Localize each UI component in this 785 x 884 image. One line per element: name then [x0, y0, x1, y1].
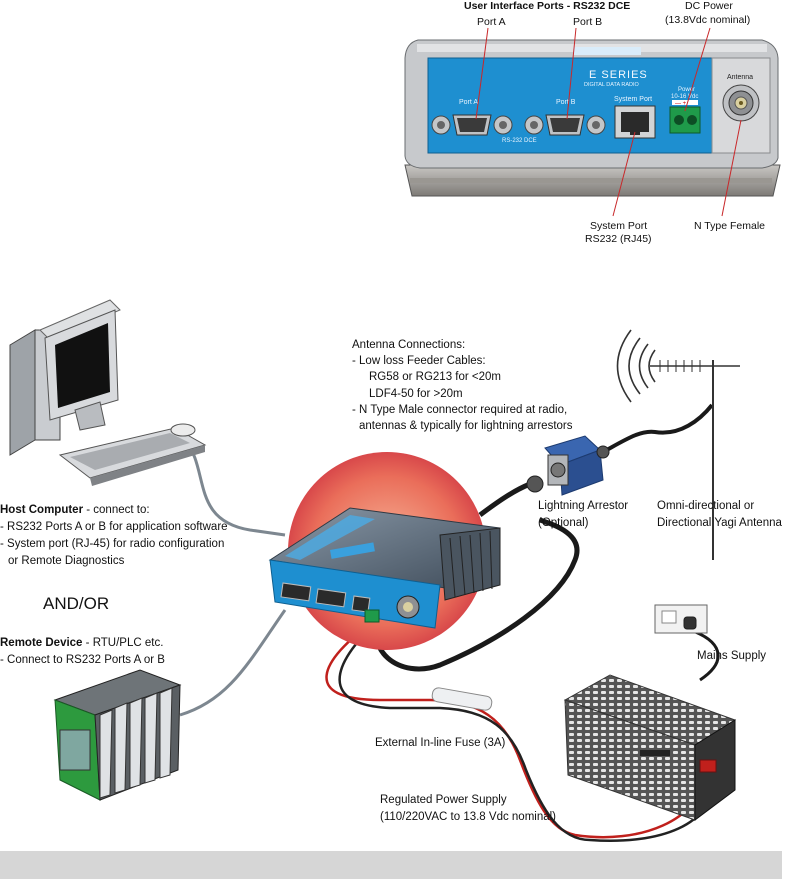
panel-power-range-label: 10-16 Vdc — [671, 94, 698, 100]
power-supply — [563, 674, 737, 821]
panel-port-a-label: Port A — [459, 99, 478, 106]
power-cable-black — [338, 621, 715, 842]
remote-plc-device — [53, 669, 182, 801]
psu-sub-label: (110/220VAC to 13.8 Vdc nominal) — [380, 811, 556, 823]
power-cable-red — [325, 620, 707, 839]
host-computer-notes: Host Computer - connect to: - RS232 Port… — [0, 504, 228, 567]
antenna-sub-label: Directional Yagi Antenna — [657, 517, 782, 529]
user-interface-ports-header: User Interface Ports - RS232 DCE — [464, 0, 630, 12]
dc-power-callout: DC Power — [685, 0, 733, 12]
panel-power-label: Power — [678, 87, 695, 93]
panel-rs232-label: RS-232 DCE — [502, 138, 537, 144]
lightning-arrestor-sub-label: (Optional) — [538, 517, 589, 529]
radio-front-panel: E SERIES DIGITAL DATA RADIO Port A Port … — [404, 0, 781, 245]
n-type-female-callout: N Type Female — [694, 220, 765, 232]
antenna-notes-title: Antenna Connections: — [352, 339, 465, 351]
antenna-connections-note: Antenna Connections: - Low loss Feeder C… — [352, 339, 573, 432]
system-port-sub-callout: RS232 (RJ45) — [585, 233, 652, 245]
host-computer — [9, 299, 207, 486]
lightning-arrestor-label: Lightning Arrestor — [538, 500, 628, 512]
panel-polarity-label: — + — [675, 101, 687, 107]
host-title: Host Computer — [0, 504, 84, 516]
radio-unit — [268, 452, 501, 650]
fuse-label: External In-line Fuse (3A) — [375, 737, 506, 749]
host-title-rest: - connect to: — [83, 504, 149, 516]
series-subtitle: DIGITAL DATA RADIO — [584, 82, 640, 88]
panel-port-b-label: Port B — [556, 99, 576, 106]
antenna-feeder-cable — [373, 517, 580, 672]
monitor-screen — [55, 323, 110, 408]
antenna-notes-line4: - N Type Male connector required at radi… — [352, 404, 567, 416]
remote-title-line: Remote Device - RTU/PLC etc. — [0, 637, 163, 649]
and-or-label: AND/OR — [43, 594, 109, 613]
panel-antenna-label: Antenna — [727, 74, 753, 81]
inline-fuse — [431, 687, 493, 711]
port-b-connector — [524, 114, 606, 136]
remote-title: Remote Device — [0, 637, 82, 649]
port-a-callout: Port A — [477, 16, 506, 28]
host-line3: or Remote Diagnostics — [8, 555, 125, 567]
power-connector — [669, 106, 701, 134]
radio-wave-arcs — [616, 329, 656, 403]
host-title-line: Host Computer - connect to: — [0, 504, 150, 516]
remote-title-rest: - RTU/PLC etc. — [82, 637, 163, 649]
yagi-antenna — [616, 329, 740, 560]
cables — [179, 403, 720, 842]
panel-system-port-label: System Port — [614, 96, 652, 103]
port-a-connector — [431, 114, 513, 136]
yagi-feeder-cable — [602, 403, 714, 454]
antenna-n-connector — [722, 84, 760, 122]
callout-lines — [475, 27, 742, 217]
remote-line1: - Connect to RS232 Ports A or B — [0, 654, 165, 666]
antenna-notes-line3: LDF4-50 for >20m — [369, 388, 463, 400]
psu-label: Regulated Power Supply — [380, 794, 507, 806]
host-line2: - System port (RJ-45) for radio configur… — [0, 538, 224, 550]
antenna-notes-line2: RG58 or RG213 for <20m — [369, 371, 501, 383]
remote-device-notes: Remote Device - RTU/PLC etc. - Connect t… — [0, 637, 165, 666]
port-b-callout: Port B — [573, 16, 602, 28]
mouse — [170, 423, 196, 437]
remote-cable — [179, 609, 287, 717]
series-title: E SERIES — [589, 69, 648, 81]
dc-power-sub-callout: (13.8Vdc nominal) — [665, 14, 750, 26]
host-line1: - RS232 Ports A or B for application sof… — [0, 521, 228, 533]
antenna-notes-line5: antennas & typically for lightning arres… — [359, 420, 573, 432]
antenna-label: Omni-directional or — [657, 500, 754, 512]
system-port-callout: System Port — [590, 220, 647, 232]
antenna-notes-line1: - Low loss Feeder Cables: — [352, 355, 486, 367]
lightning-arrestor — [526, 435, 610, 496]
footer-bar — [0, 851, 782, 879]
mains-supply-label: Mains Supply — [697, 650, 766, 662]
mains-socket — [654, 604, 708, 634]
